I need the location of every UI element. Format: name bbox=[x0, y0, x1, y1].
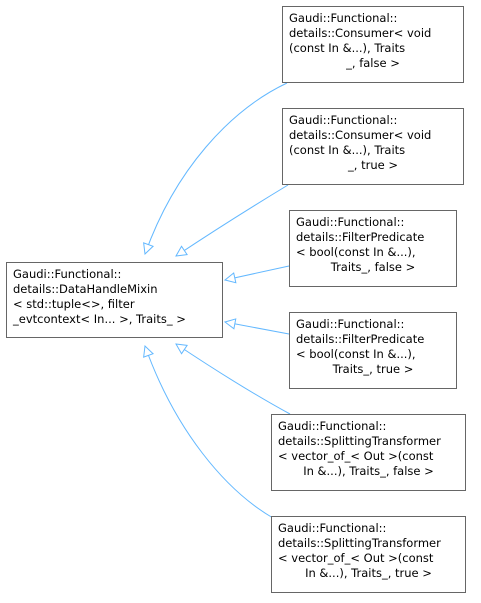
node-text-line: Gaudi::Functional:: bbox=[289, 11, 398, 25]
edge-consumer-true bbox=[176, 184, 289, 256]
edge-consumer-false bbox=[145, 82, 288, 254]
node-text-line: details::DataHandleMixin bbox=[13, 282, 158, 296]
node-text-line: < vector_of_< Out >(const bbox=[278, 449, 434, 463]
edge-splitting-true bbox=[145, 346, 274, 519]
node-text-line: _, true > bbox=[348, 158, 398, 172]
node-text-line: Traits_, true > bbox=[332, 362, 414, 376]
node-text-line: Gaudi::Functional:: bbox=[289, 113, 398, 127]
node-text-line: < std::tuple<>, filter bbox=[13, 297, 135, 311]
node-text-line: In &...), Traits_, true > bbox=[305, 566, 432, 580]
node-text-line: details::Consumer< void bbox=[289, 26, 432, 40]
derived-class-node-splittingtransformer-true[interactable]: Gaudi::Functional:: details::SplittingTr… bbox=[271, 516, 466, 593]
node-text-line: _evtcontext< In... >, Traits_ > bbox=[13, 312, 186, 326]
node-text-line: Gaudi::Functional:: bbox=[13, 267, 122, 281]
node-text-line: Gaudi::Functional:: bbox=[296, 215, 405, 229]
node-text-line: < bool(const In &...), bbox=[296, 347, 416, 361]
node-text-line: (const In &...), Traits bbox=[289, 41, 406, 55]
node-text-line: In &...), Traits_, false > bbox=[303, 464, 434, 478]
derived-class-node-consumer-false[interactable]: Gaudi::Functional:: details::Consumer< v… bbox=[282, 6, 464, 83]
node-text-line: Gaudi::Functional:: bbox=[296, 317, 405, 331]
edge-filterpredicate-false bbox=[225, 265, 290, 280]
node-text-line: details::SplittingTransformer bbox=[278, 536, 441, 550]
node-text-line: Gaudi::Functional:: bbox=[278, 521, 387, 535]
node-text-line: details::Consumer< void bbox=[289, 128, 432, 142]
node-text-line: < vector_of_< Out >(const bbox=[278, 551, 434, 565]
derived-class-node-splittingtransformer-false[interactable]: Gaudi::Functional:: details::SplittingTr… bbox=[271, 414, 466, 491]
node-text-line: (const In &...), Traits bbox=[289, 143, 406, 157]
node-text-line: Traits_, false > bbox=[330, 260, 416, 274]
node-text-line: details::FilterPredicate bbox=[296, 332, 425, 346]
derived-class-node-filterpredicate-false[interactable]: Gaudi::Functional:: details::FilterPredi… bbox=[289, 210, 457, 287]
node-text-line: < bool(const In &...), bbox=[296, 245, 416, 259]
node-text-line: Gaudi::Functional:: bbox=[278, 419, 387, 433]
edge-splitting-false bbox=[176, 344, 291, 415]
node-text-line: details::SplittingTransformer bbox=[278, 434, 441, 448]
node-text-line: details::FilterPredicate bbox=[296, 230, 425, 244]
base-class-node[interactable]: Gaudi::Functional:: details::DataHandleM… bbox=[6, 262, 223, 338]
derived-class-node-consumer-true[interactable]: Gaudi::Functional:: details::Consumer< v… bbox=[282, 108, 464, 185]
edge-filterpredicate-true bbox=[225, 322, 290, 335]
node-text-line: _, false > bbox=[346, 56, 400, 70]
derived-class-node-filterpredicate-true[interactable]: Gaudi::Functional:: details::FilterPredi… bbox=[289, 312, 457, 389]
